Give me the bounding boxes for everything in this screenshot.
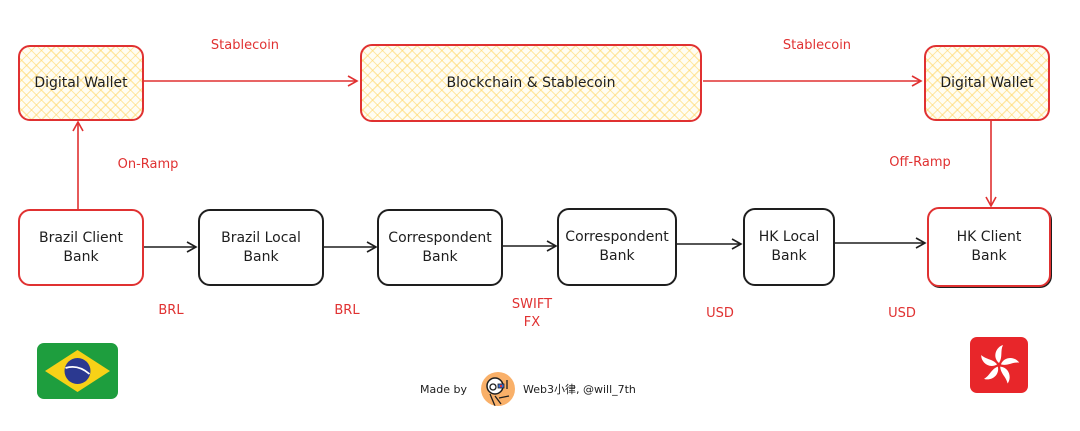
hk-client-bank-node[interactable]: HK Client Bank (927, 207, 1051, 287)
currency-label-usd-2: USD (888, 306, 916, 321)
currency-label-brl-1: BRL (158, 303, 184, 318)
brazil-local-bank-node[interactable]: Brazil Local Bank (198, 209, 324, 286)
node-label: Correspondent Bank (565, 229, 669, 264)
brazil-client-bank-node[interactable]: Brazil Client Bank (18, 209, 144, 286)
node-label: Blockchain & Stablecoin (446, 74, 616, 91)
node-label: Correspondent Bank (388, 229, 492, 265)
digital-wallet-left-node[interactable]: Digital Wallet (18, 45, 144, 121)
digital-wallet-right-node[interactable]: Digital Wallet (924, 45, 1050, 121)
correspondent-bank-1-node[interactable]: Correspondent Bank (377, 209, 503, 286)
stablecoin-label-right: Stablecoin (782, 38, 852, 53)
currency-label-brl-2: BRL (334, 303, 360, 318)
blockchain-stablecoin-node[interactable]: Blockchain & Stablecoin (360, 44, 702, 122)
node-label: Digital Wallet (940, 74, 1034, 91)
node-label: Digital Wallet (34, 74, 128, 91)
stablecoin-label-left: Stablecoin (210, 38, 280, 53)
credit-author: Web3小律, @will_7th (522, 383, 636, 396)
off-ramp-label: Off-Ramp (889, 155, 951, 170)
currency-label-usd-1: USD (706, 306, 734, 321)
credit-line: Made by Web3小律, @will_7th (420, 372, 636, 406)
on-ramp-label: On-Ramp (117, 157, 179, 172)
author-avatar-icon (480, 372, 515, 406)
hong-kong-flag-icon (970, 337, 1028, 393)
currency-label-swift-fx: SWIFT FX (511, 297, 553, 330)
node-label: HK Client Bank (956, 229, 1022, 264)
hk-local-bank-node[interactable]: HK Local Bank (743, 208, 835, 286)
node-label: Brazil Client Bank (38, 229, 124, 265)
correspondent-bank-2-node[interactable]: Correspondent Bank (557, 208, 677, 286)
node-label: HK Local Bank (758, 229, 820, 264)
credit-prefix: Made by (420, 382, 467, 396)
node-label: Brazil Local Bank (221, 229, 301, 265)
brazil-flag-icon (37, 343, 118, 399)
